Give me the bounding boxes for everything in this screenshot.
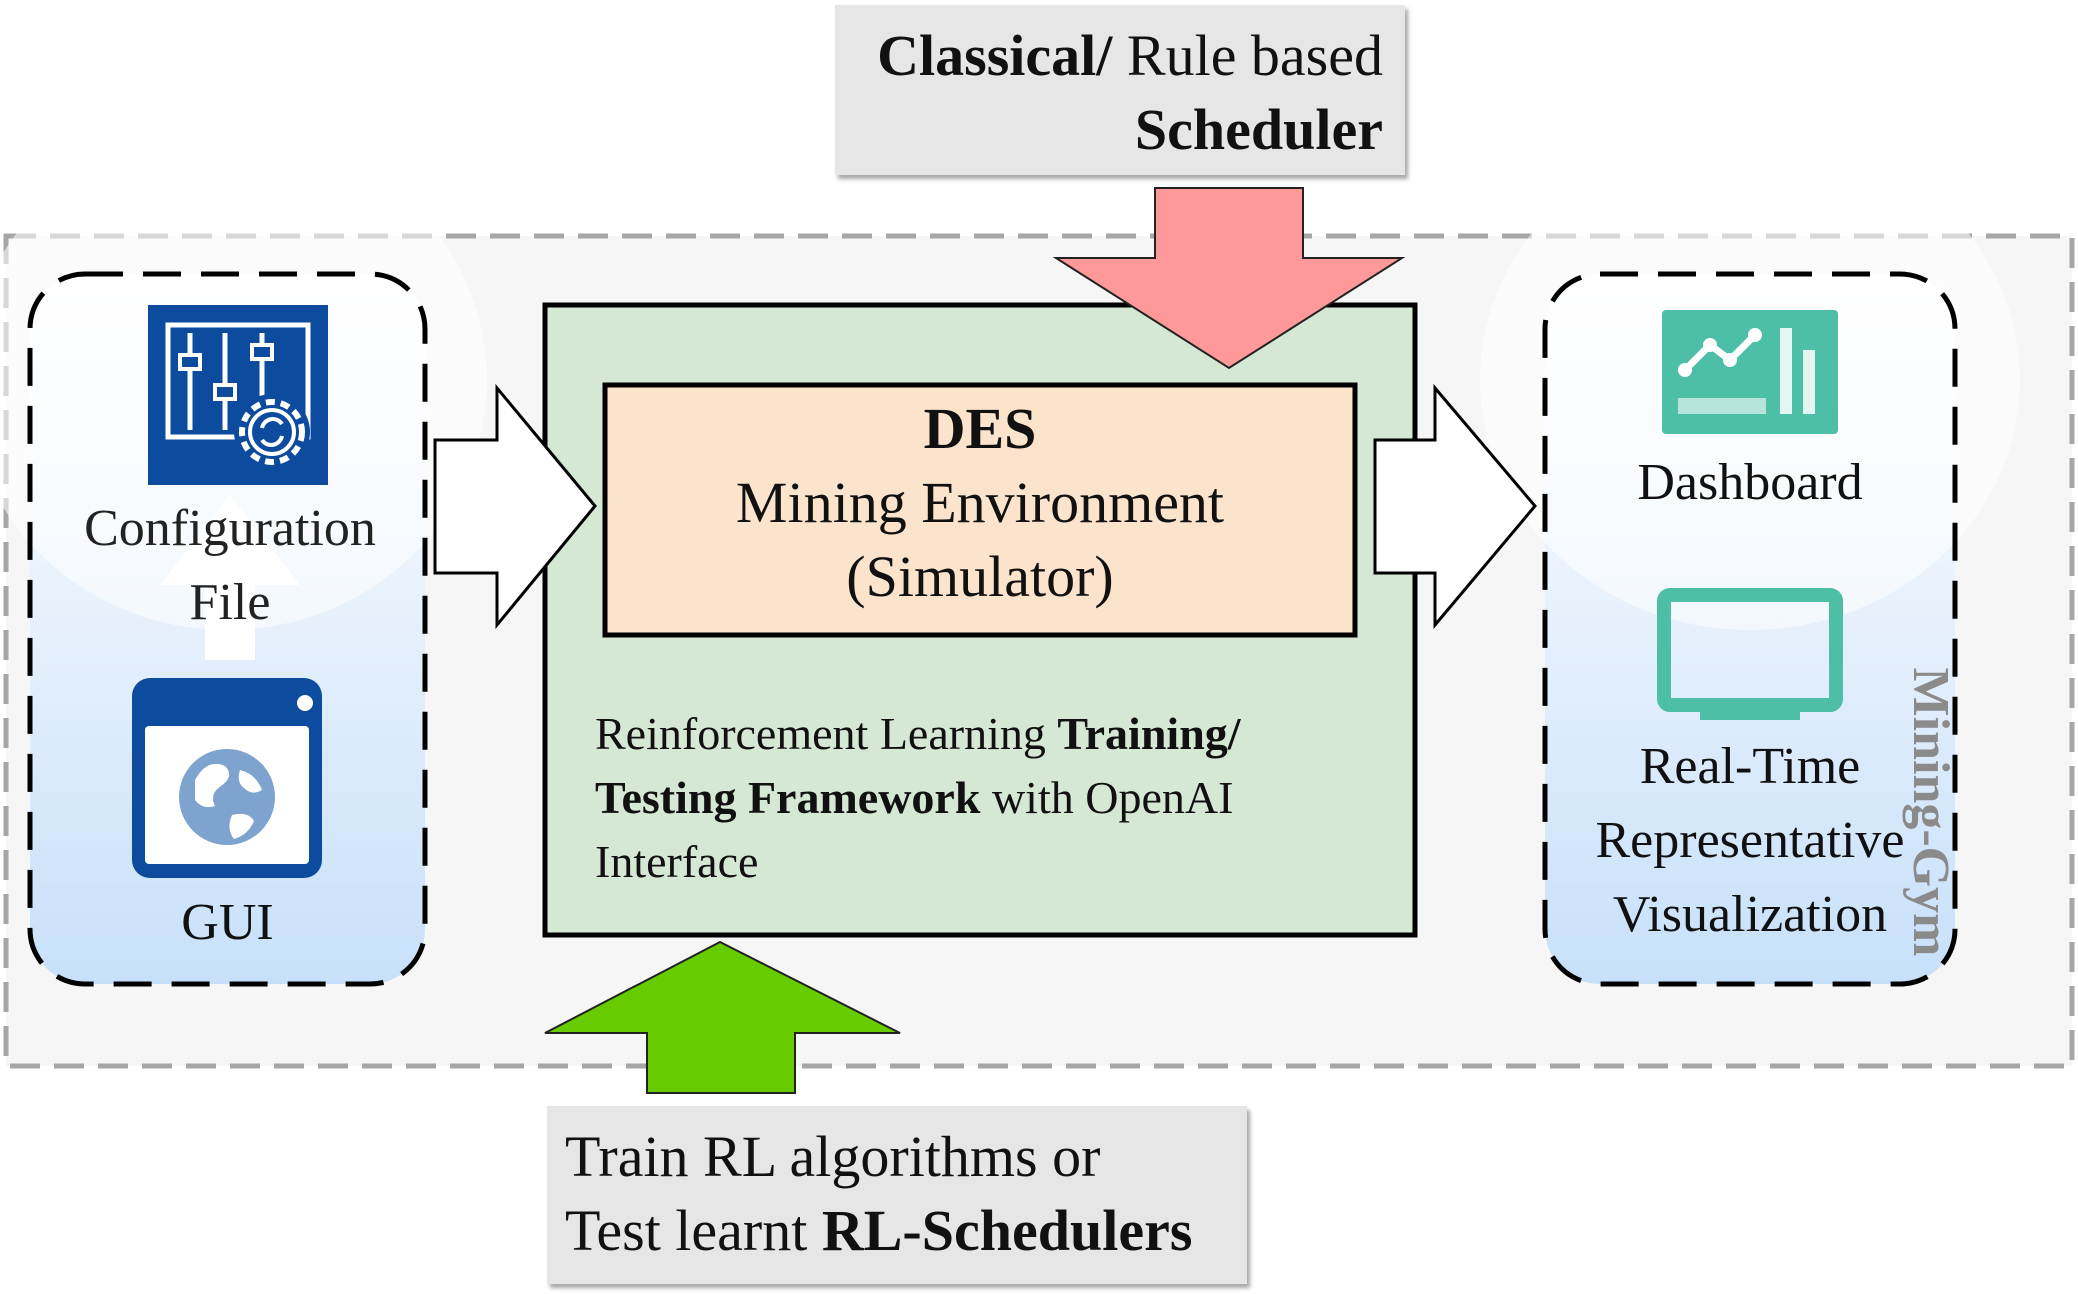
train-rl-box: Train RL algorithms or Test learnt RL-Sc… [547,1106,1247,1284]
des-line3: (Simulator) [846,544,1114,609]
train-line1: Train RL algorithms or [565,1124,1101,1189]
framework-text: Reinforcement Learning Training/ Testing… [595,708,1241,887]
train-line2: Test learnt RL-Schedulers [565,1198,1193,1263]
classical-line1: Classical/ Rule based [877,23,1383,88]
sliders-gear-icon [148,305,328,485]
classical-scheduler-box: Classical/ Rule based Scheduler [835,5,1405,175]
red-down-arrow [1052,187,1406,370]
classical-line2: Scheduler [1134,97,1383,162]
browser-globe-icon [132,678,322,878]
dashboard-label: Dashboard [1637,454,1863,511]
green-up-arrow [544,940,901,1094]
up-arrow-icon [160,495,300,660]
chart-dashboard-icon [1662,310,1838,434]
monitor-icon [1657,588,1843,720]
visualization-label-line3: Visualization [1612,886,1888,943]
des-line2: Mining Environment [735,470,1225,535]
visualization-label-line1: Real-Time [1639,738,1861,795]
gui-label: GUI [181,894,274,951]
input-right-arrow [433,383,597,630]
des-box [602,382,1358,638]
des-title: DES [923,396,1037,461]
output-right-arrow [1373,383,1537,630]
visualization-label-line2: Representative [1595,812,1905,869]
config-file-label-line1: Configuration [84,500,376,557]
mining-gym-label: Mining-Gym [1902,667,1959,957]
config-file-label-line2: File [189,574,271,631]
